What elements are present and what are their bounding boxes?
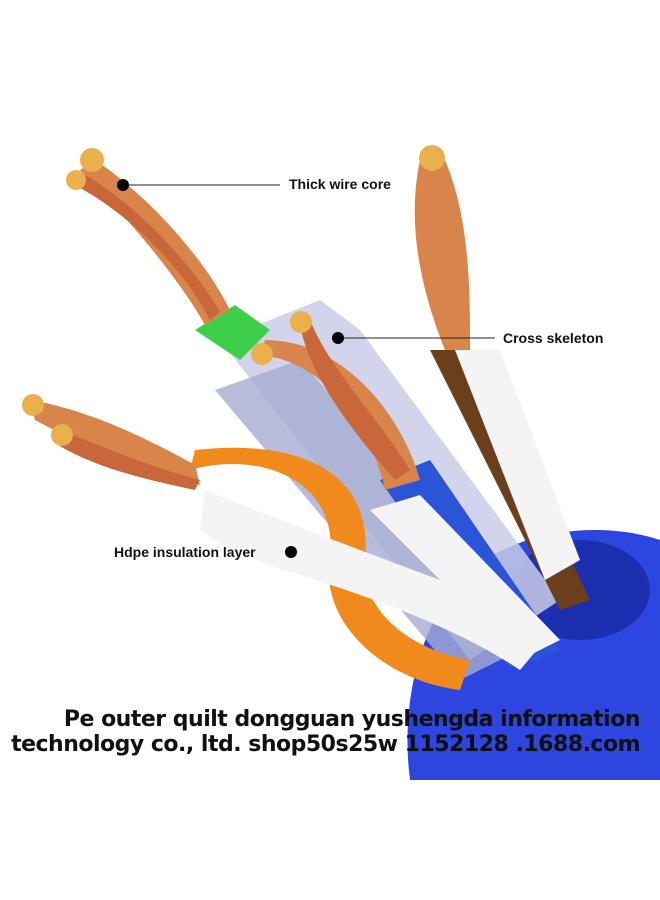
caption-line-1: Pe outer quilt dongguan yushengda inform… [63,707,641,732]
thick-wire-core-label: Thick wire core [289,176,391,192]
brown-wire [414,145,590,610]
orange-wire [22,394,545,690]
insulation-layer-label: Hdpe insulation layer [114,544,256,560]
green-wire [66,148,270,360]
cross-skeleton-label: Cross skeleton [503,330,604,346]
caption-line-2: technology co., ltd. shop50s25w 1152128 … [11,732,640,757]
leader-lines [117,179,495,558]
